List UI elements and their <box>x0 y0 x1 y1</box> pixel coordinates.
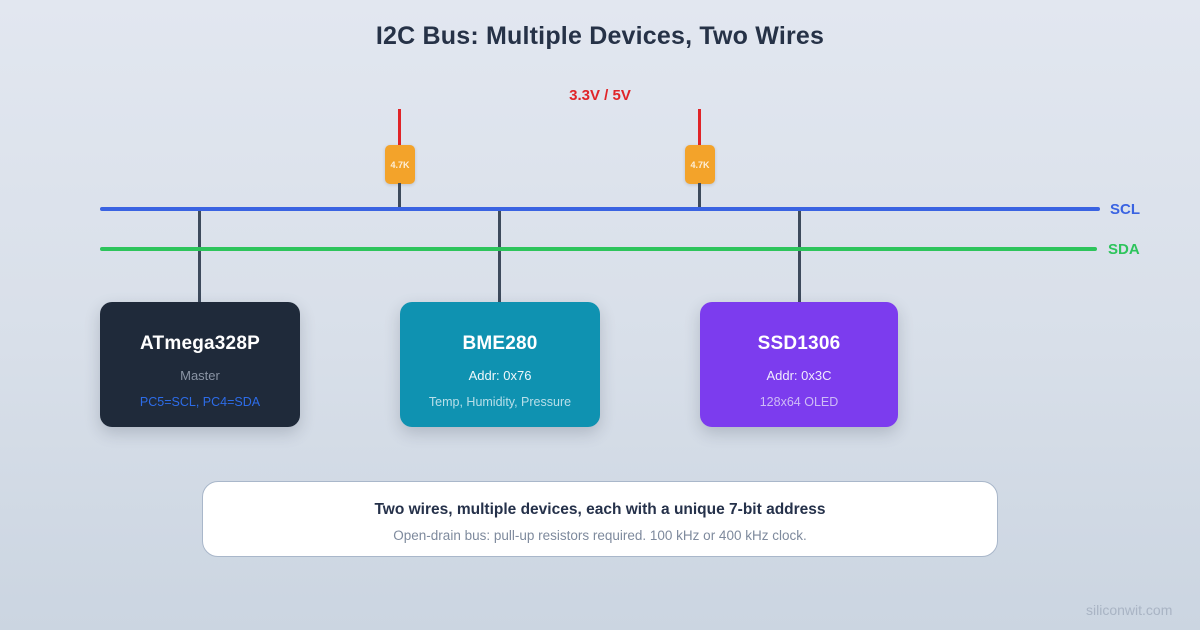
device-pins: PC5=SCL, PC4=SDA <box>139 395 261 409</box>
watermark: siliconwit.com <box>1086 602 1173 618</box>
scl-bus-line <box>100 207 1100 211</box>
device-card-atmega328p: ATmega328P Master PC5=SCL, PC4=SDA <box>100 302 300 427</box>
pullup-resistor-2: 4.7K <box>685 145 715 184</box>
scl-label: SCL <box>1110 201 1140 218</box>
device-connector-ssd1306 <box>798 210 801 303</box>
device-role: Master <box>180 368 220 383</box>
power-wire-2 <box>698 109 701 146</box>
device-connector-bme280 <box>498 210 501 303</box>
info-subtitle: Open-drain bus: pull-up resistors requir… <box>393 528 807 543</box>
device-function: Temp, Humidity, Pressure <box>428 395 572 409</box>
resistor-wire-2 <box>698 183 701 210</box>
device-card-ssd1306: SSD1306 Addr: 0x3C 128x64 OLED <box>700 302 898 427</box>
device-address: Addr: 0x76 <box>468 368 532 383</box>
device-title: ATmega328P <box>140 333 260 354</box>
page-title: I2C Bus: Multiple Devices, Two Wires <box>375 22 825 50</box>
pullup-resistor-1: 4.7K <box>385 145 415 184</box>
device-connector-atmega328p <box>198 210 201 303</box>
info-box: Two wires, multiple devices, each with a… <box>202 481 998 557</box>
device-function: 128x64 OLED <box>759 395 839 409</box>
sda-label: SDA <box>1108 241 1140 258</box>
resistor-value-label-2: 4.7K <box>690 159 710 170</box>
device-address: Addr: 0x3C <box>766 368 832 383</box>
power-voltage-label: 3.3V / 5V <box>569 87 631 104</box>
device-title: SSD1306 <box>757 333 841 354</box>
resistor-value-label-1: 4.7K <box>390 159 410 170</box>
power-wire-1 <box>398 109 401 146</box>
resistor-wire-1 <box>398 183 401 210</box>
info-title: Two wires, multiple devices, each with a… <box>374 501 826 518</box>
sda-bus-line <box>100 247 1097 251</box>
device-card-bme280: BME280 Addr: 0x76 Temp, Humidity, Pressu… <box>400 302 600 427</box>
device-title: BME280 <box>462 333 538 354</box>
